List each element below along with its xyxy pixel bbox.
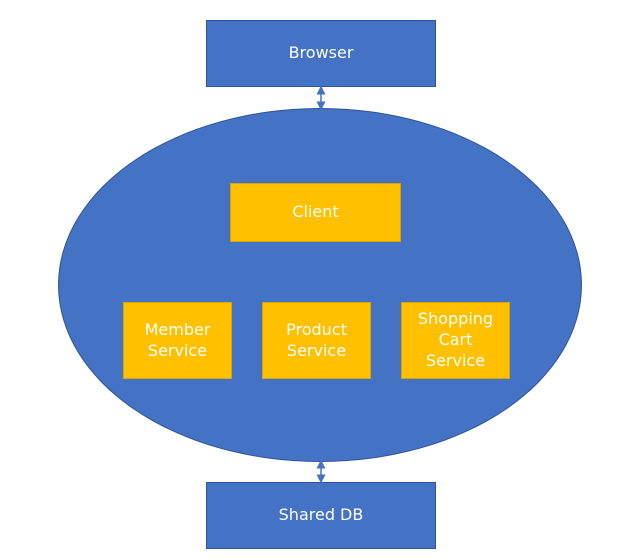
- client-node: Client: [230, 183, 401, 242]
- product-service-node: Product Service: [262, 302, 371, 379]
- shopping-cart-service-node: Shopping Cart Service: [401, 302, 510, 379]
- member-service-node: Member Service: [123, 302, 232, 379]
- shared-db-label: Shared DB: [278, 505, 364, 525]
- member-service-label: Member Service: [144, 319, 211, 360]
- shared-db-node: Shared DB: [206, 482, 436, 549]
- client-label: Client: [292, 202, 339, 222]
- product-service-label: Product Service: [286, 319, 347, 360]
- application-boundary-ellipse: [58, 108, 582, 462]
- shopping-cart-service-label: Shopping Cart Service: [417, 309, 494, 370]
- browser-label: Browser: [288, 43, 354, 63]
- browser-node: Browser: [206, 20, 436, 87]
